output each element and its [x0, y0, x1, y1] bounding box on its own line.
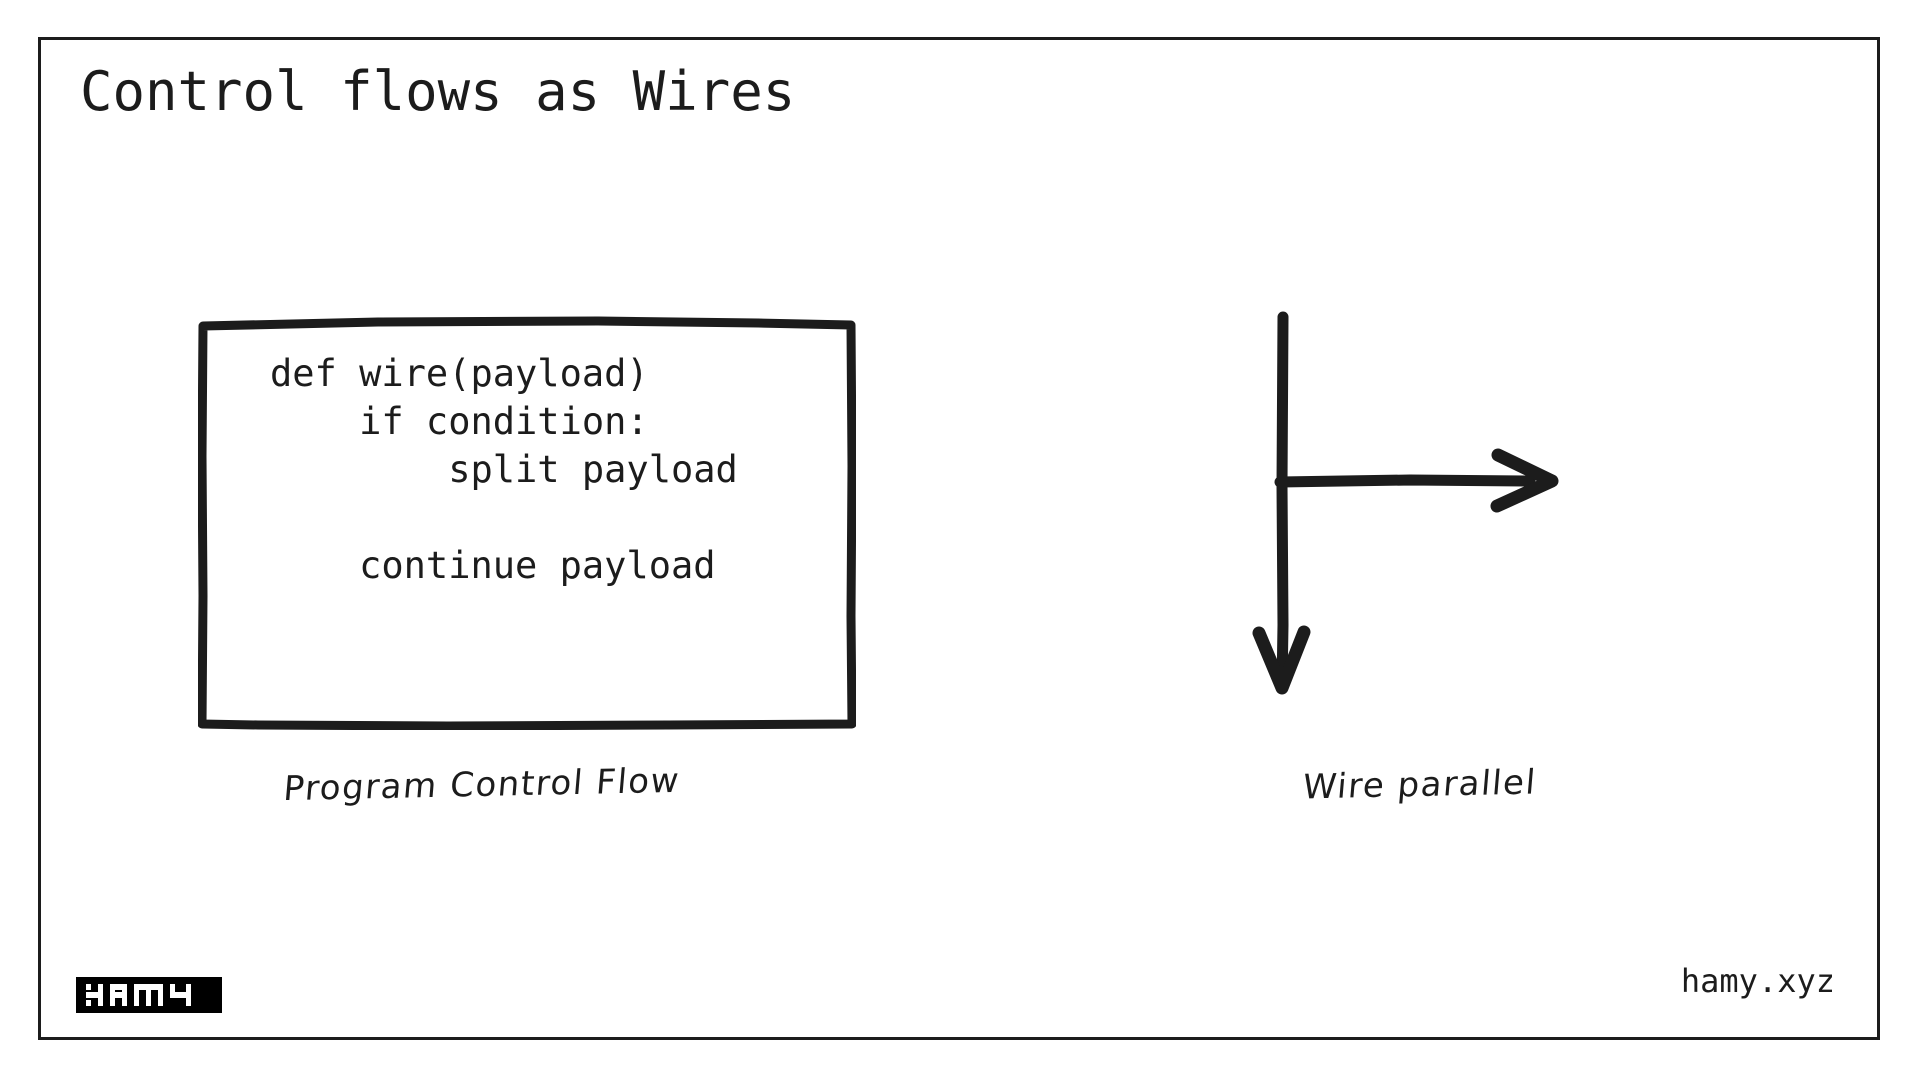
- page-title: Control flows as Wires: [80, 60, 796, 123]
- right-arrow-icon: [1274, 448, 1559, 513]
- program-control-flow-figure: def wire(payload) if condition: split pa…: [198, 316, 856, 730]
- hamy-logo-glyphs: [86, 984, 191, 1006]
- slide-frame: [38, 37, 1880, 1040]
- caption-program-control-flow: Program Control Flow: [281, 760, 682, 810]
- wire-diagram: [1252, 311, 1559, 695]
- code-block: def wire(payload) if condition: split pa…: [270, 352, 738, 587]
- site-url[interactable]: hamy.xyz: [1680, 962, 1835, 1000]
- down-arrow-icon: [1252, 311, 1311, 695]
- hamy-wordmark-icon[interactable]: [76, 977, 222, 1013]
- caption-wire-parallel: Wire parallel: [1301, 762, 1539, 808]
- wire-parallel-figure: [1230, 295, 1610, 715]
